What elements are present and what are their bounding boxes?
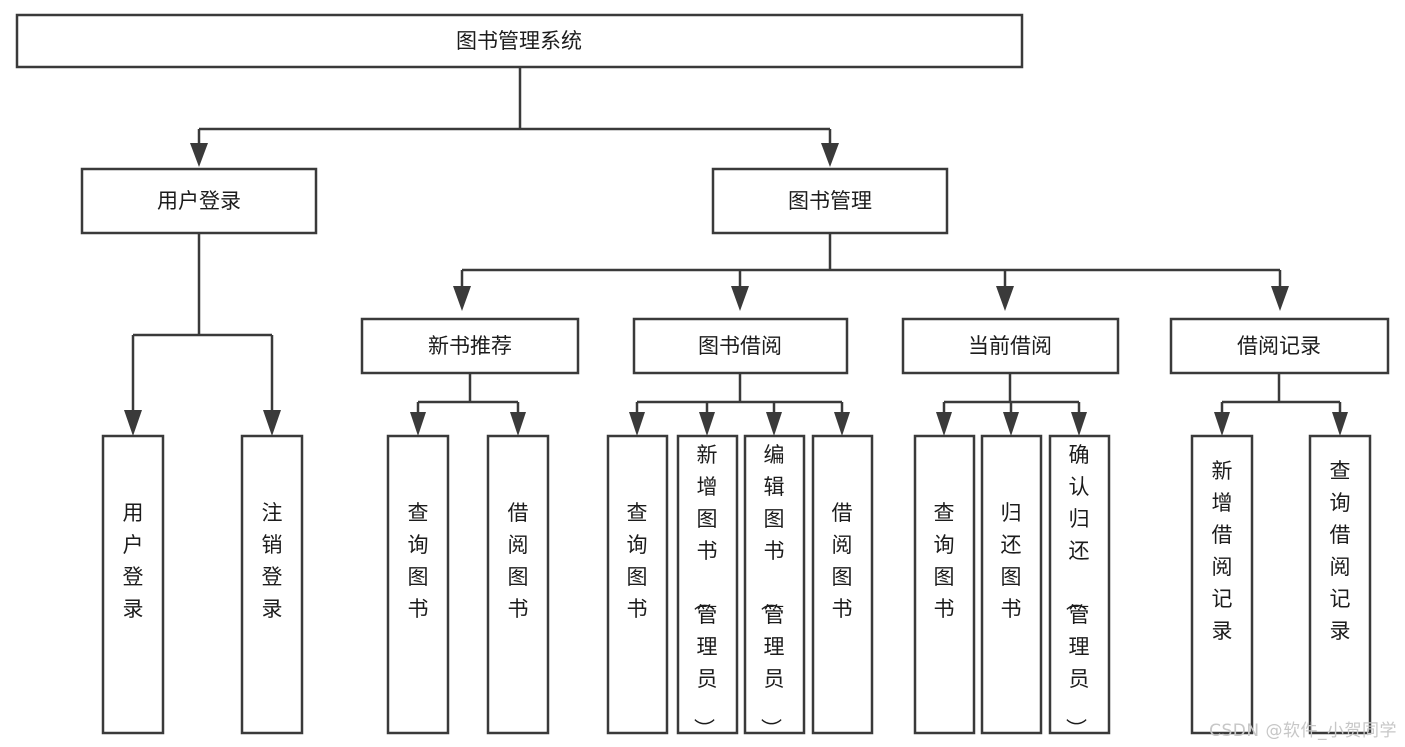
node-user-login-box[interactable] <box>80 167 318 235</box>
leaf-rec-add-record[interactable]: 新增借阅记录 <box>1190 434 1254 735</box>
leaf-nb-query-book-label: 查询图书 <box>408 501 429 621</box>
leaf-cur-return-book-label: 归还图书 <box>1001 501 1022 621</box>
leaf-logout-box[interactable] <box>240 434 304 735</box>
arrow-head-cur-2 <box>1003 412 1019 436</box>
node-current-borrow[interactable]: 当前借阅 <box>901 317 1120 375</box>
leaf-nb-borrow-book[interactable]: 借阅图书 <box>486 434 550 735</box>
connectors-root-to-level2 <box>190 67 839 167</box>
arrow-head-login <box>124 410 142 436</box>
node-book-management-box[interactable] <box>711 167 949 235</box>
leaf-rec-query-record-label: 查询借阅记录 <box>1330 459 1351 643</box>
node-book-borrow-label: 图书借阅 <box>698 334 782 358</box>
leaf-bw-add-book-box[interactable] <box>676 434 739 735</box>
leaf-cur-return-book-box[interactable] <box>980 434 1043 735</box>
node-root-label: 图书管理系统 <box>456 29 582 53</box>
leaf-bw-query-book[interactable]: 查询图书 <box>606 434 669 735</box>
node-root[interactable]: 图书管理系统 <box>15 13 1024 69</box>
arrow-head-bw-4 <box>834 412 850 436</box>
node-current-borrow-box[interactable] <box>901 317 1120 375</box>
leaf-bw-edit-book-label: 编辑图书（管理员） <box>759 443 785 739</box>
leaf-user-login[interactable]: 用户登录 <box>101 434 165 735</box>
leaf-bw-edit-book[interactable]: 编辑图书（管理员） <box>743 434 806 739</box>
leaf-cur-confirm-return[interactable]: 确认归还（管理员） <box>1048 434 1111 739</box>
arrow-head-bw-2 <box>699 412 715 436</box>
leaf-cur-query-book[interactable]: 查询图书 <box>913 434 976 735</box>
arrow-head-logout <box>263 410 281 436</box>
leaf-rec-add-record-label: 新增借阅记录 <box>1212 459 1233 643</box>
connectors-borrow-to-leaves <box>629 373 850 436</box>
node-borrow-records[interactable]: 借阅记录 <box>1169 317 1390 375</box>
leaf-nb-query-book[interactable]: 查询图书 <box>386 434 450 735</box>
arrow-head-new-book <box>453 286 471 311</box>
leaf-rec-query-record-box[interactable] <box>1308 434 1372 735</box>
leaf-rec-add-record-box[interactable] <box>1190 434 1254 735</box>
arrow-head-borrow <box>731 286 749 311</box>
leaf-cur-query-book-box[interactable] <box>913 434 976 735</box>
node-borrow-records-box[interactable] <box>1169 317 1390 375</box>
leaf-user-login-label: 用户登录 <box>123 501 144 621</box>
arrow-head-bw-3 <box>766 412 782 436</box>
connectors-user-login-to-leaves <box>124 234 281 436</box>
leaf-rec-query-record[interactable]: 查询借阅记录 <box>1308 434 1372 735</box>
leaf-nb-query-book-box[interactable] <box>386 434 450 735</box>
leaf-bw-query-book-label: 查询图书 <box>627 501 648 621</box>
connectors-new-book-to-leaves <box>410 373 526 436</box>
connectors-book-mgmt-to-level3 <box>453 234 1289 311</box>
node-root-box[interactable] <box>15 13 1024 69</box>
node-book-management-label: 图书管理 <box>788 189 872 213</box>
connectors-records-to-leaves <box>1214 373 1348 436</box>
arrow-head-rec-2 <box>1332 412 1348 436</box>
leaf-logout[interactable]: 注销登录 <box>240 434 304 735</box>
node-current-borrow-label: 当前借阅 <box>968 334 1052 358</box>
node-book-management[interactable]: 图书管理 <box>711 167 949 235</box>
arrow-head-current <box>996 286 1014 311</box>
leaf-bw-borrow-book-label: 借阅图书 <box>832 501 853 621</box>
leaf-bw-query-book-box[interactable] <box>606 434 669 735</box>
arrow-head-cur-3 <box>1071 412 1087 436</box>
connectors-current-to-leaves <box>936 373 1087 436</box>
node-borrow-records-label: 借阅记录 <box>1237 334 1321 358</box>
arrow-head-nb-1 <box>410 412 426 436</box>
leaf-nb-borrow-book-box[interactable] <box>486 434 550 735</box>
node-book-borrow-box[interactable] <box>632 317 849 375</box>
leaf-bw-edit-book-box[interactable] <box>743 434 806 735</box>
node-user-login[interactable]: 用户登录 <box>80 167 318 235</box>
arrow-head-bw-1 <box>629 412 645 436</box>
leaf-bw-add-book[interactable]: 新增图书（管理员） <box>676 434 739 739</box>
arrow-head-rec-1 <box>1214 412 1230 436</box>
arrow-head-book-mgmt <box>821 143 839 167</box>
node-new-book-recommend-label: 新书推荐 <box>428 334 512 358</box>
node-new-book-recommend-box[interactable] <box>360 317 580 375</box>
leaf-user-login-box[interactable] <box>101 434 165 735</box>
leaf-bw-borrow-book-box[interactable] <box>811 434 874 735</box>
arrow-head-user-login <box>190 143 208 167</box>
leaf-bw-add-book-label: 新增图书（管理员） <box>692 443 718 739</box>
arrow-head-nb-2 <box>510 412 526 436</box>
leaf-logout-label: 注销登录 <box>262 501 283 621</box>
leaf-bw-borrow-book[interactable]: 借阅图书 <box>811 434 874 735</box>
node-book-borrow[interactable]: 图书借阅 <box>632 317 849 375</box>
leaf-cur-query-book-label: 查询图书 <box>934 501 955 621</box>
node-user-login-label: 用户登录 <box>157 189 241 213</box>
leaf-cur-confirm-return-label: 确认归还（管理员） <box>1064 443 1090 739</box>
leaf-cur-confirm-return-box[interactable] <box>1048 434 1111 735</box>
node-new-book-recommend[interactable]: 新书推荐 <box>360 317 580 375</box>
csdn-watermark: CSDN @软件_小贺同学 <box>1209 721 1397 741</box>
leaf-cur-return-book[interactable]: 归还图书 <box>980 434 1043 735</box>
leaf-nb-borrow-book-label: 借阅图书 <box>508 501 529 621</box>
arrow-head-records <box>1271 286 1289 311</box>
arrow-head-cur-1 <box>936 412 952 436</box>
